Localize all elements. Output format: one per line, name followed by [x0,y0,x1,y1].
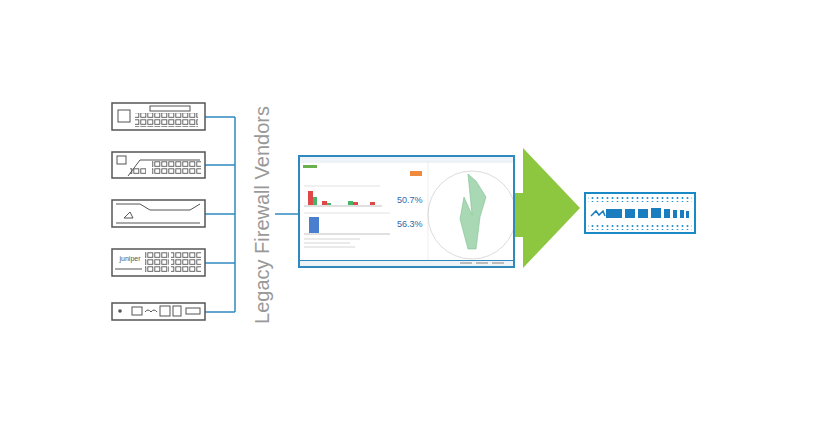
dashboard-detail [428,171,513,259]
dashboard-detail [300,261,513,266]
dashboard-detail [304,213,390,214]
dashboard-detail [304,186,380,187]
dashboard-detail [304,239,360,240]
dashboard-detail [304,234,390,235]
group-label: Legacy Firewall Vendors [252,106,272,324]
dashboard-detail [300,157,513,163]
new-firewall-device [585,193,695,233]
dashboard-detail [348,201,353,205]
firewall-device [112,200,205,227]
firewall-device [112,249,205,276]
dashboard-detail [308,191,313,205]
dashboard-detail [476,262,488,264]
firewall-device [112,152,205,178]
dashboard-detail [309,217,319,233]
dashboard-detail [492,262,504,264]
percent-value: 56.3% [397,220,423,229]
dashboard-detail [313,197,317,205]
flow-arrow [515,148,580,268]
firewall-device [112,303,205,320]
dashboard-detail [370,202,375,205]
dashboard-detail [300,260,513,261]
dashboard-detail [303,165,317,168]
vendor-logo: juniper [119,255,140,262]
dashboard-detail [460,174,486,249]
dashboard-detail [304,206,382,207]
dashboard-detail [327,203,331,205]
dashboard-detail [460,262,472,264]
dashboard-detail [410,171,422,176]
dashboard-graphics [300,157,513,266]
dashboard-detail [304,247,355,248]
dashboard-detail [353,202,358,205]
dashboard-screenshot: 50.7% 56.3% [298,155,515,268]
dashboard-detail [322,201,327,205]
dashboard-detail [304,243,350,244]
firewall-device [112,103,205,130]
percent-value: 50.7% [397,196,423,205]
